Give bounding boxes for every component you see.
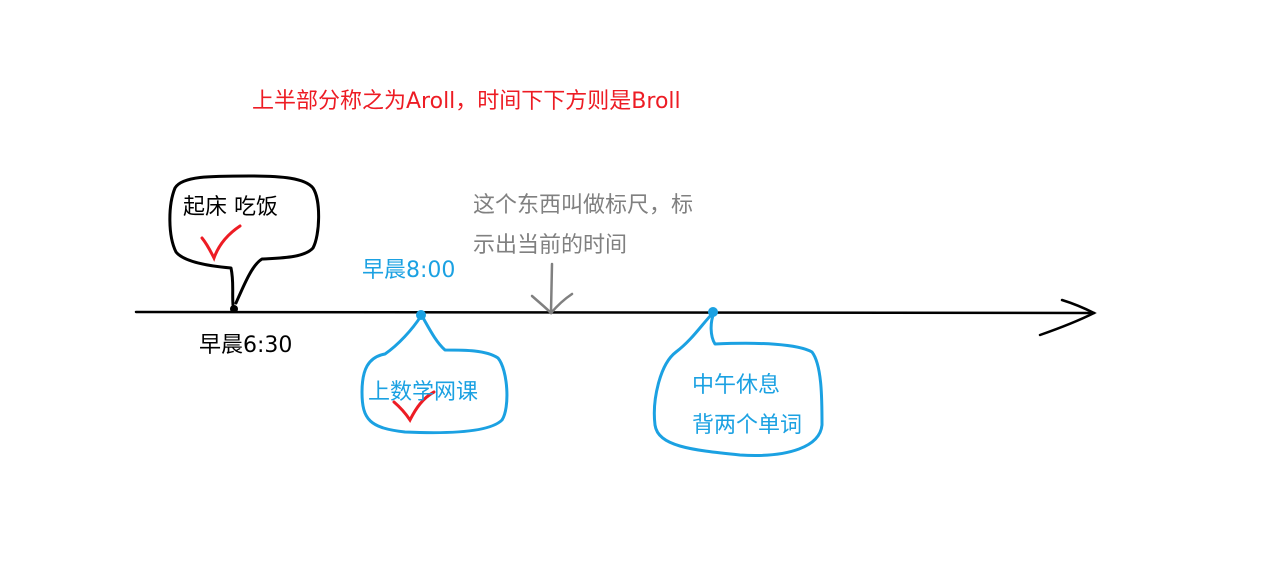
axis-arrowhead [1038,298,1097,337]
ruler-arrow [530,262,574,315]
note-bubble-1 [360,314,509,435]
ruler-note-line-0: 这个东西叫做标尺，标 [473,193,694,218]
caption-text: 上半部分称之为Aroll，时间下下方则是Broll [252,89,681,114]
event-time-1: 早晨8:00 [362,258,456,283]
event-marker-1 [416,310,426,320]
event-note-1-line-0: 上数学网课 [368,380,479,405]
event-note-0-line-0: 起床 吃饭 [183,195,278,220]
event-marker-0 [230,305,238,313]
check-icon [392,390,436,423]
event-note-2-line-0: 中午休息 [692,373,781,398]
timeline-axis [134,310,1096,315]
note-bubble-2 [652,311,824,457]
event-marker-2 [708,307,718,317]
event-note-2-line-1: 背两个单词 [692,413,803,438]
event-time-0: 早晨6:30 [199,333,293,358]
check-icon [200,224,242,262]
note-bubble-0 [168,174,321,307]
ruler-note-line-1: 示出当前的时间 [473,233,628,258]
